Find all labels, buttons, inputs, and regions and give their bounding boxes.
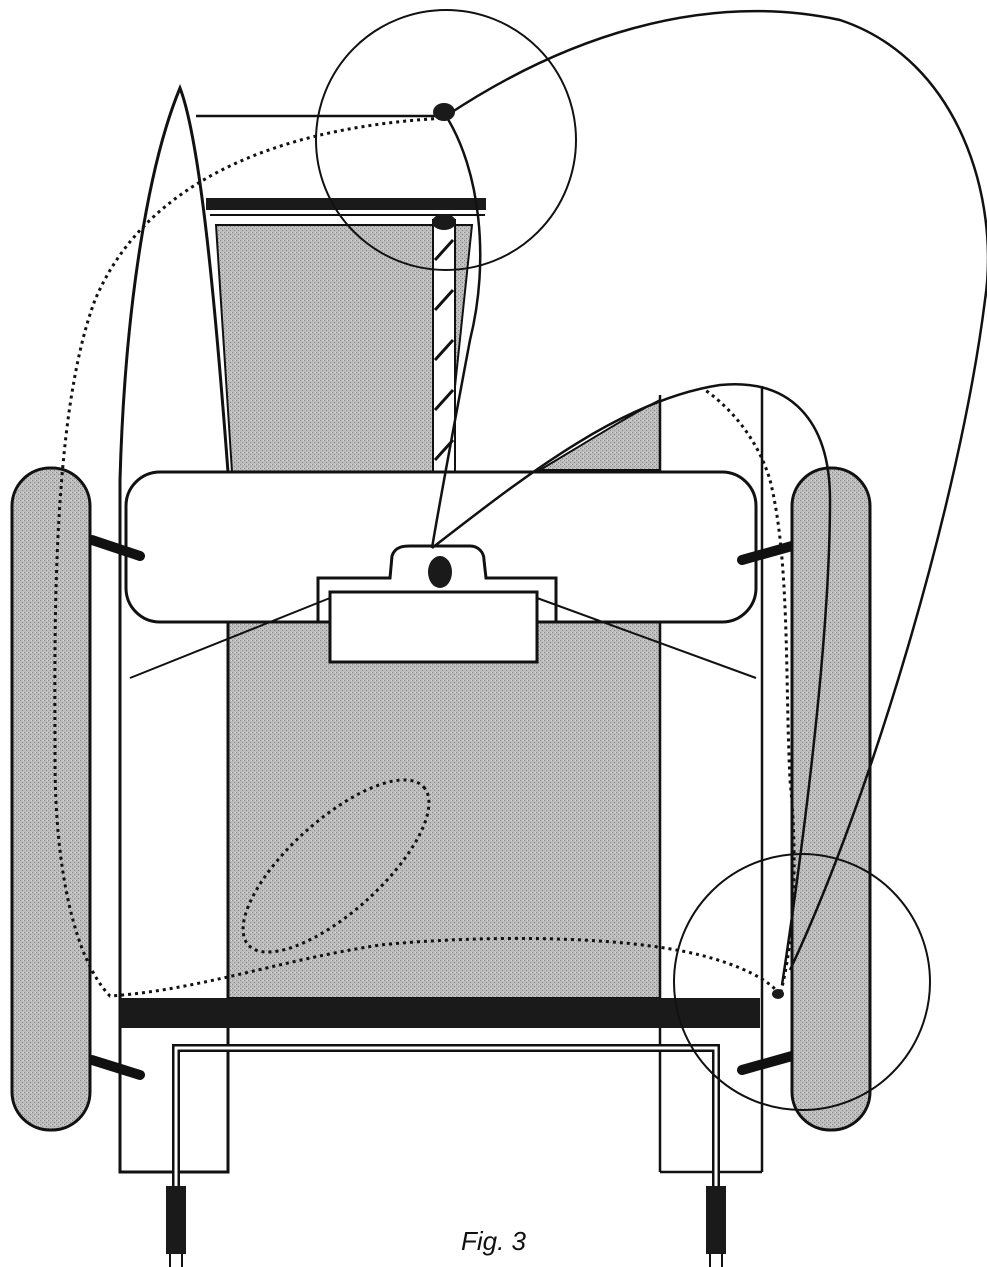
right-foot-tip [709,1254,723,1267]
detail-circle-top [315,9,577,271]
left-lower-stub [87,1055,145,1080]
left-upper-stub [87,535,145,561]
u-rod [172,1044,720,1190]
large-curve-teardrop [430,115,482,549]
right-guide-line [536,597,757,679]
large-curve-top [445,9,987,971]
center-box [328,590,539,664]
top-knob [433,103,455,121]
right-lower-stub [737,1051,797,1075]
dotted-ellipse [241,778,431,954]
figure-caption: Fig. 3 [460,1226,527,1256]
rod-top-knob [432,214,456,230]
right-upper-stub [737,541,797,565]
right-foot [706,1186,726,1254]
left-foot [166,1186,186,1254]
u-rod-inner [174,1046,718,1190]
right-wheel [790,466,872,1132]
seat-body [227,619,661,999]
right-shade-wedge [536,398,661,471]
dotted-loop [53,116,796,999]
bottom-bar [120,998,760,1028]
center-knob [428,556,452,588]
middle-curve [431,383,832,986]
left-foot-tip [169,1254,183,1267]
detail-circle-bottom [673,853,931,1111]
left-guide-line [129,597,331,679]
left-wheel [10,466,92,1132]
left-frame-post [118,83,230,1174]
bottom-right-knob [772,989,784,999]
upper-crossbar [206,198,486,210]
